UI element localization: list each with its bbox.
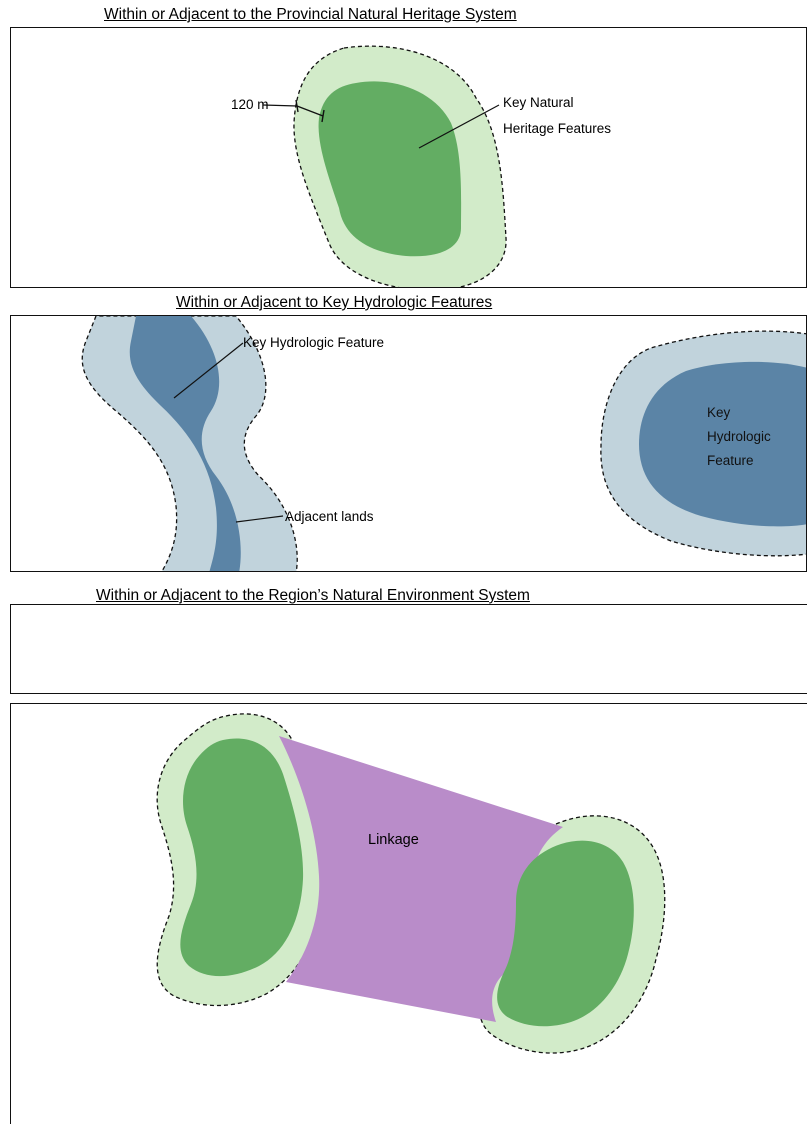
panel-1-drawing <box>262 45 507 287</box>
house-icon <box>241 205 271 233</box>
house-icon <box>589 492 619 520</box>
label-lake-3: Feature <box>707 453 754 468</box>
key-hydrologic-feature-lake <box>639 361 806 527</box>
house-icon <box>466 196 496 224</box>
label-lake-2: Hydrologic <box>707 429 771 444</box>
panel-3-nat-env <box>10 604 807 694</box>
adjacent-lands-river <box>81 316 298 571</box>
panel-2-title: Within or Adjacent to Key Hydrologic Fea… <box>176 294 493 311</box>
measure-120m <box>296 105 324 117</box>
feature-right <box>497 840 634 1027</box>
key-natural-heritage-feature <box>318 81 462 257</box>
house-icon <box>371 110 401 138</box>
panel-1-title: Within or Adjacent to the Provincial Nat… <box>104 6 517 23</box>
feature-left <box>180 738 304 977</box>
label-120m: 120 m <box>231 97 269 112</box>
house-icon <box>441 686 471 714</box>
panel-4-drawing <box>156 713 666 1054</box>
label-linkage: Linkage <box>368 832 419 848</box>
label-key-natural-1: Key Natural <box>503 95 574 110</box>
panel-hydrologic: Key Hydrologic Feature Adjacent lands Ke… <box>10 315 807 572</box>
leader-adjacent <box>235 515 284 523</box>
panel-provincial-heritage: 120 m Key Natural Heritage Features <box>10 27 807 288</box>
leader-key-natural <box>418 104 500 149</box>
leader-key-hydro <box>173 342 244 399</box>
house-icon <box>376 870 406 898</box>
panel-linkage: Linkage <box>10 703 807 1124</box>
house-icon <box>763 480 793 508</box>
label-key-natural-2: Heritage Features <box>503 121 612 136</box>
leader-120m <box>262 104 298 107</box>
house-icon <box>637 444 667 472</box>
label-lake-1: Key <box>707 405 731 420</box>
panel-2-drawing <box>81 316 806 571</box>
house-icon <box>271 378 301 406</box>
label-adjacent-lands: Adjacent lands <box>285 509 374 524</box>
linkage-area <box>279 736 563 1022</box>
panel-3-title: Within or Adjacent to the Region’s Natur… <box>96 587 530 604</box>
key-hydrologic-feature-river <box>129 316 241 571</box>
label-key-hydrologic-feature: Key Hydrologic Feature <box>243 335 385 350</box>
house-icon <box>239 426 269 454</box>
